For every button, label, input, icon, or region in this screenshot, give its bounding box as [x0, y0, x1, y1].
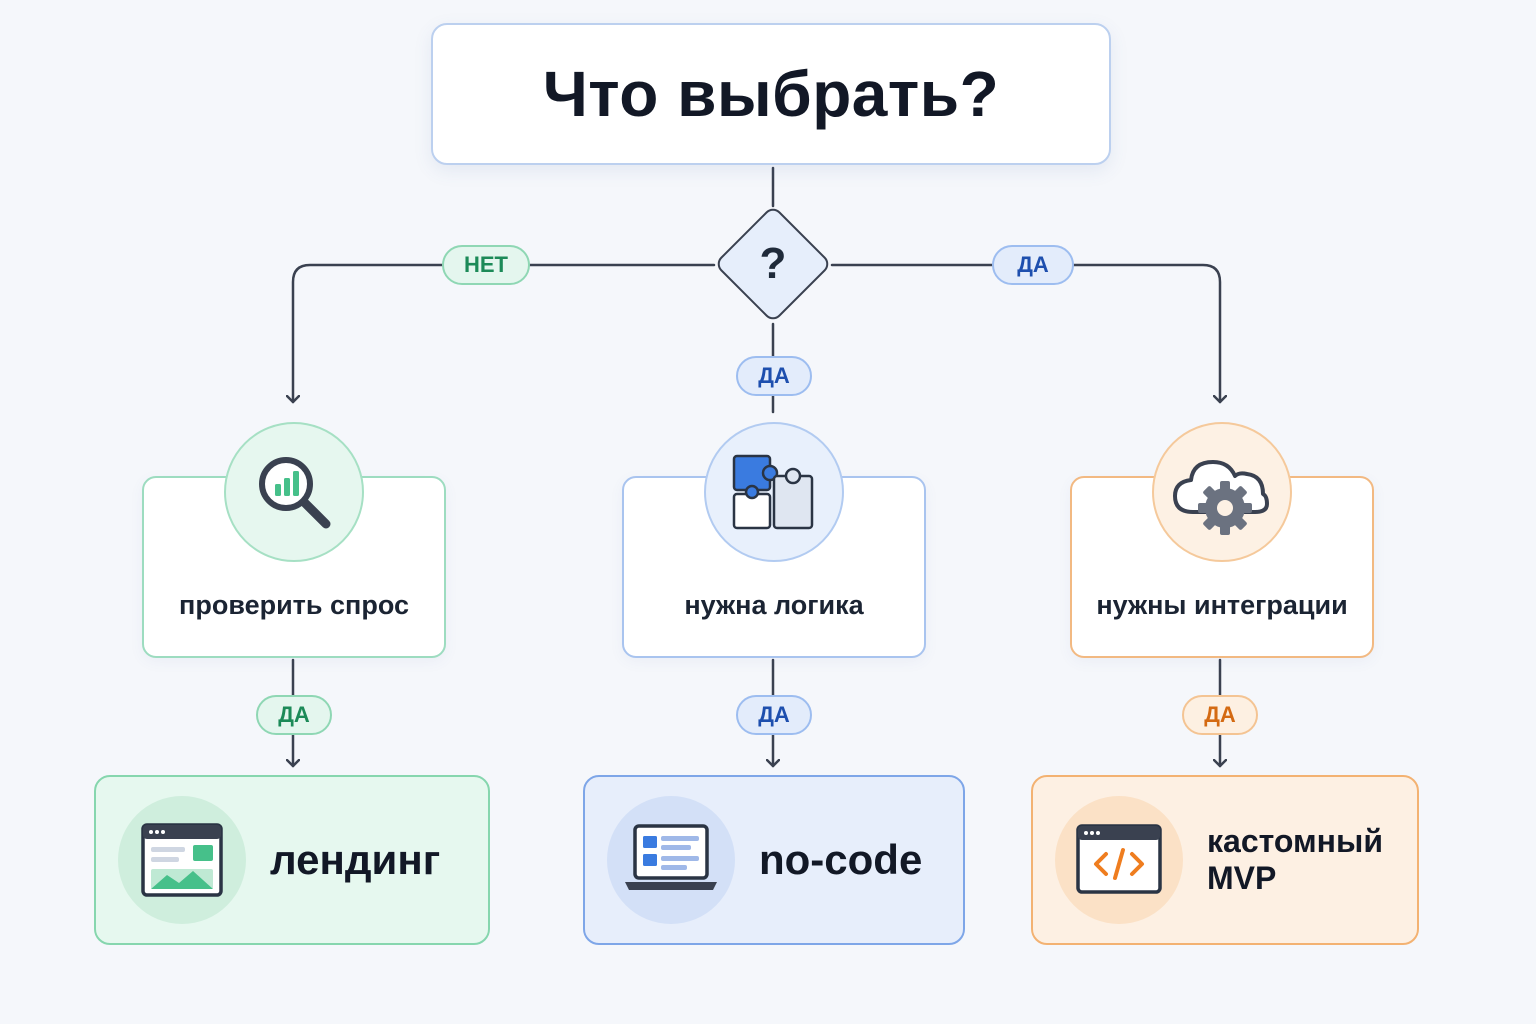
result-label-line: кастомный	[1207, 823, 1383, 860]
result-label-custom-mvp: кастомный MVP	[1207, 823, 1383, 897]
condition-label-logic: нужна логика	[684, 590, 864, 620]
code-window-icon	[1076, 824, 1162, 894]
puzzle-icon	[732, 454, 814, 530]
result-label-landing: лендинг	[270, 836, 440, 884]
connector-right-branch	[830, 263, 1220, 404]
condition-box-logic: нужна логика	[622, 422, 926, 658]
title-box: Что выбрать?	[431, 23, 1111, 165]
condition-box-integrations: нужны интеграции	[1070, 422, 1374, 658]
condition-box-demand: проверить спрос	[142, 422, 446, 658]
result-label-line: MVP	[1207, 860, 1277, 896]
yes-label-demand: ДА	[256, 695, 332, 735]
result-box-nocode: no-code	[583, 775, 965, 945]
condition-icon-circle	[704, 422, 844, 562]
result-label-line: no-code	[759, 835, 923, 883]
landing-page-icon	[141, 823, 223, 897]
yes-label-integrations: ДА	[1182, 695, 1258, 735]
laptop-icon	[625, 824, 717, 890]
cloud-gear-icon	[1173, 460, 1269, 535]
branch-label-no: НЕТ	[442, 245, 530, 285]
result-label-nocode: no-code	[759, 836, 922, 884]
connector-left-branch	[293, 263, 716, 404]
result-icon-circle	[607, 796, 735, 924]
result-icon-circle	[1055, 796, 1183, 924]
result-box-landing: лендинг	[94, 775, 490, 945]
magnifier-chart-icon	[259, 457, 331, 529]
result-box-custom-mvp: кастомный MVP	[1031, 775, 1419, 945]
result-icon-circle	[118, 796, 246, 924]
condition-label-demand: проверить спрос	[179, 590, 409, 620]
decision-question-mark: ?	[759, 239, 787, 288]
yes-label-logic: ДА	[736, 695, 812, 735]
result-label-line: лендинг	[270, 835, 441, 883]
condition-label-integrations: нужны интеграции	[1096, 590, 1348, 620]
branch-label-yes-center: ДА	[736, 356, 812, 396]
branch-label-yes-right: ДА	[992, 245, 1074, 285]
condition-icon-circle	[224, 422, 364, 562]
diagram-title: Что выбрать?	[542, 58, 1000, 130]
condition-icon-circle	[1152, 422, 1292, 562]
